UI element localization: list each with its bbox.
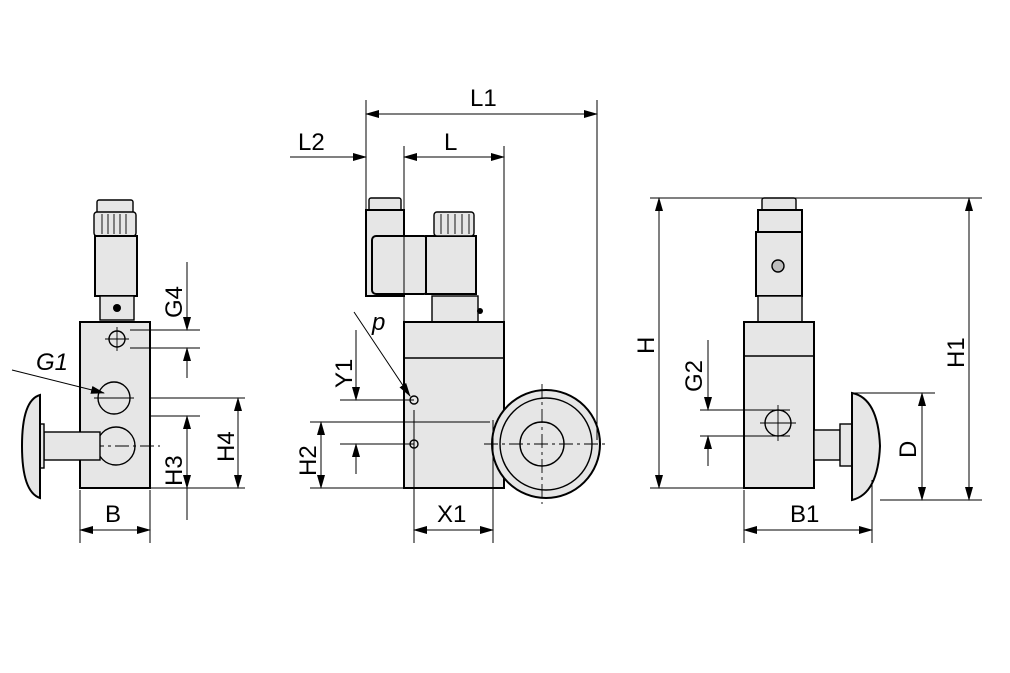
label-d: D xyxy=(895,441,922,458)
label-h: H xyxy=(633,337,660,354)
middle-valve-body xyxy=(403,321,505,489)
label-h1: H1 xyxy=(943,337,970,368)
label-l1: L1 xyxy=(470,85,497,112)
label-g2: G2 xyxy=(681,360,708,392)
left-connector-nut xyxy=(93,211,137,237)
label-p: p xyxy=(371,309,385,336)
label-g4: G4 xyxy=(161,286,188,318)
label-g1: G1 xyxy=(36,349,68,376)
middle-coil-housing xyxy=(371,235,429,295)
right-fitting-flange xyxy=(839,423,853,467)
middle-view: L1 L2 L p Y1 H2 X1 xyxy=(290,85,606,543)
middle-coil xyxy=(425,235,477,295)
label-y1: Y1 xyxy=(331,359,358,388)
right-valve-body xyxy=(743,321,815,489)
middle-connector-nut xyxy=(433,211,475,237)
right-solenoid-base xyxy=(757,295,803,323)
left-suction-cup xyxy=(20,393,41,500)
left-screw-icon xyxy=(113,304,121,312)
label-h2: H2 xyxy=(295,445,322,476)
left-solenoid-coil xyxy=(94,235,138,297)
middle-solenoid-base xyxy=(431,295,479,323)
right-view: H H1 D G2 B1 xyxy=(633,197,982,543)
label-h3: H3 xyxy=(161,455,188,486)
label-l: L xyxy=(444,129,457,156)
right-connector-nut xyxy=(757,209,803,235)
right-suction-cup xyxy=(851,391,882,502)
label-h4: H4 xyxy=(213,431,240,462)
right-screw-icon xyxy=(771,259,785,273)
label-l2: L2 xyxy=(298,129,325,156)
left-view: G4 H4 H3 B G1 xyxy=(11,199,245,543)
label-x1: X1 xyxy=(437,501,466,528)
label-b1: B1 xyxy=(790,501,819,528)
middle-screw-icon xyxy=(477,308,483,314)
left-fitting-pipe xyxy=(43,431,101,461)
right-fitting-pipe xyxy=(813,429,841,461)
label-b: B xyxy=(105,501,121,528)
